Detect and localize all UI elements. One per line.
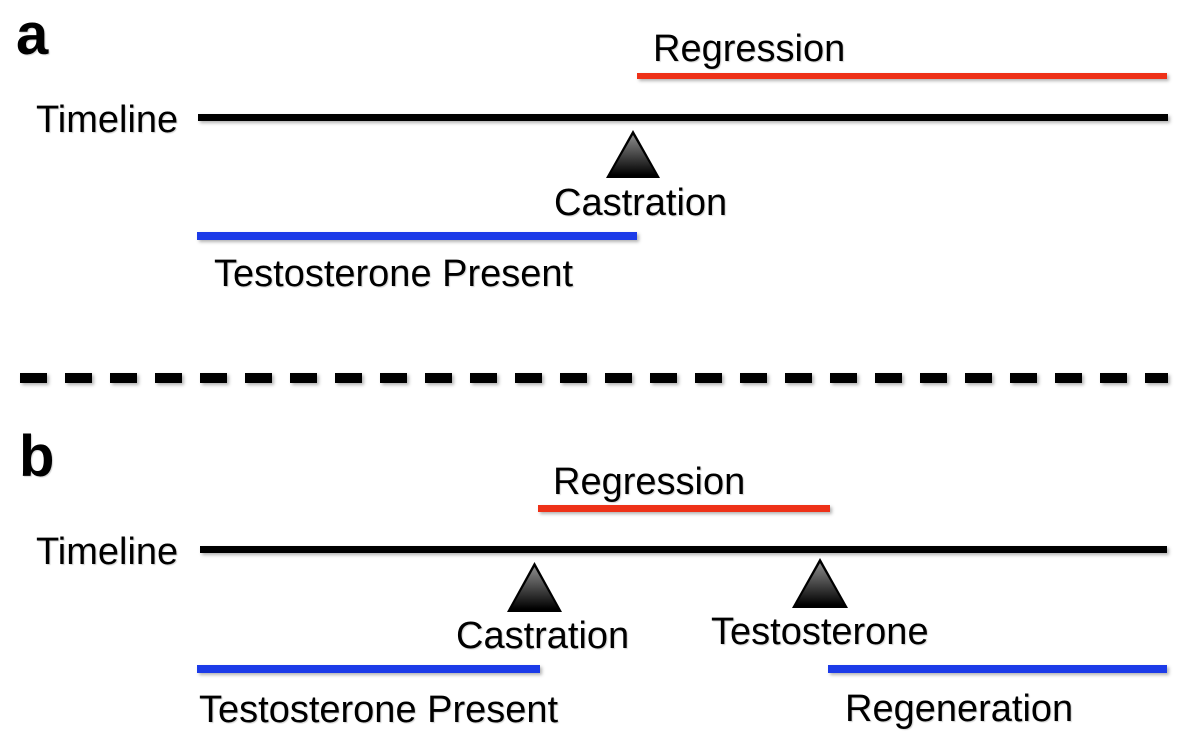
panel-b-regression-label: Regression [553, 461, 746, 503]
panel-a-castration-label: Castration [554, 182, 728, 224]
panel-b-regression-span-line [538, 505, 830, 512]
triangle-gradient-fill [796, 563, 844, 605]
panel-b-castration-marker-triangle [507, 562, 562, 612]
panel-a-letter: a [16, 2, 49, 67]
panel-b-testosterone-label: Testosterone [711, 611, 929, 653]
panel-a-testosterone-present-label: Testosterone Present [214, 253, 574, 295]
panel-a-regression-label: Regression [653, 28, 846, 70]
panel-b-castration-label: Castration [456, 615, 630, 657]
panel-a-timeline-label: Timeline [36, 99, 179, 141]
panel-b-testosterone-marker-triangle [792, 558, 848, 608]
panel-a-castration-marker-triangle [606, 130, 660, 178]
dashed-panel-divider [20, 373, 1168, 383]
panel-a-timeline-line [198, 114, 1168, 121]
triangle-gradient-fill [511, 567, 558, 609]
panel-b-letter: b [19, 424, 55, 489]
panel-b-timeline-label: Timeline [36, 531, 179, 573]
panel-a-testosterone-present-span-line [197, 232, 637, 240]
panel-b-timeline-line [200, 546, 1167, 553]
panel-b-regeneration-span-line [828, 665, 1167, 673]
panel-b-testosterone-present-label: Testosterone Present [199, 689, 559, 731]
panel-b-testosterone-present-span-line [197, 665, 540, 673]
panel-a-regression-span-line [637, 73, 1167, 79]
panel-b-regeneration-label: Regeneration [845, 688, 1074, 730]
triangle-gradient-fill [610, 135, 656, 175]
